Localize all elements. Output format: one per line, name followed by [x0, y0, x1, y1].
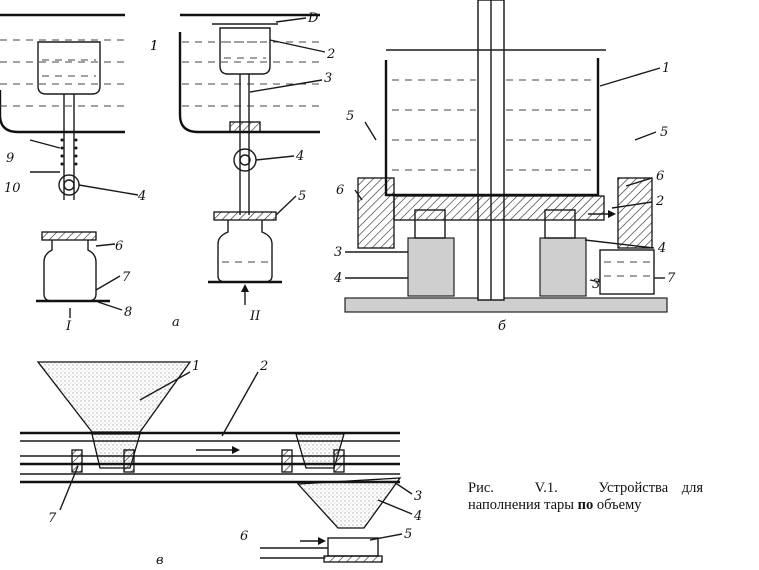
label-d-5: 5 [404, 527, 412, 542]
sublabel-a: а [172, 315, 180, 330]
label-b-1: 1 [150, 39, 158, 54]
label-c-3-bottom: 3 [592, 277, 600, 292]
label-d-2: 2 [259, 359, 268, 374]
label-a-4: 4 [137, 189, 146, 204]
label-b-3: 3 [324, 71, 332, 86]
label-a-1: 1 [150, 39, 158, 54]
label-a-8: 8 [124, 305, 132, 320]
label-c-5-left: 5 [346, 109, 354, 124]
diagram-a-left [0, 13, 139, 318]
label-c-2-right: 2 [655, 194, 664, 209]
label-b-4: 4 [295, 149, 304, 164]
sublabel-b: б [498, 319, 506, 334]
caption-text-start: Устройства для наполнения тары [468, 480, 703, 513]
label-a-7: 7 [122, 270, 131, 285]
label-c-7: 7 [667, 271, 676, 286]
diagram-b [344, 0, 668, 313]
label-c-4-right: 4 [657, 241, 666, 256]
label-c-5-right: 5 [660, 125, 668, 140]
label-a-10: 10 [4, 181, 21, 196]
label-c-4-left: 4 [333, 271, 342, 286]
caption-number: V.1. [534, 480, 558, 496]
caption-prefix: Рис. [468, 480, 494, 496]
label-d-4: 4 [413, 509, 422, 524]
label-d-6: 6 [240, 529, 248, 544]
diagram-a-right [178, 13, 326, 305]
diagram-v [20, 361, 413, 563]
sublabel-v: в [156, 553, 164, 568]
label-a-I: I [65, 319, 72, 334]
label-b-D: D [307, 11, 319, 26]
label-c-6-right: 6 [656, 169, 664, 184]
figure-caption: Рис. V.1. Устройства для наполнения тары… [468, 480, 703, 514]
label-c-1: 1 [662, 61, 670, 76]
caption-text-bold: по [577, 497, 594, 513]
label-d-3: 3 [414, 489, 422, 504]
label-b-5: 5 [298, 189, 306, 204]
label-c-6-left: 6 [336, 183, 344, 198]
label-d-1: 1 [192, 359, 200, 374]
label-b-II: II [249, 309, 261, 324]
label-a-9: 9 [6, 151, 14, 166]
label-b-2: 2 [326, 47, 335, 62]
label-a-6: 6 [115, 239, 123, 254]
label-d-7: 7 [48, 511, 57, 526]
label-c-3-left: 3 [334, 245, 342, 260]
caption-text-end: объему [596, 497, 642, 513]
